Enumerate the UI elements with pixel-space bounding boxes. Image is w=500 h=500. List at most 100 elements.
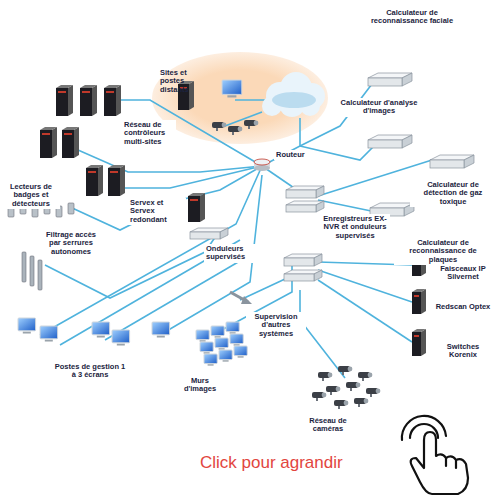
cloud-shade: [272, 92, 316, 108]
wires: [40, 80, 432, 378]
monitor-base: [234, 344, 240, 345]
camera-lens: [368, 373, 373, 378]
hand-knuckle: [446, 458, 456, 468]
tower-top: [62, 127, 79, 130]
tower-led: [414, 295, 419, 297]
tower-side: [74, 127, 79, 158]
icons: [8, 72, 474, 494]
camera-mount: [216, 128, 218, 131]
device-label: Postes de gestion 1 à 3 écrans: [50, 362, 130, 381]
network-wire: [318, 270, 412, 302]
camera-mount: [342, 372, 344, 375]
tower-side: [52, 127, 57, 158]
network-wire: [318, 200, 376, 212]
enlarge-link: Click pour agrandir: [198, 452, 388, 473]
device-label: Sites et postes distants: [158, 68, 214, 95]
monitor: [204, 354, 217, 366]
box-side: [314, 254, 322, 266]
camera-mount: [248, 126, 250, 129]
tower-led: [110, 171, 118, 173]
camera-lens: [344, 401, 349, 406]
tower-side: [116, 85, 121, 116]
monitor: [230, 334, 243, 346]
server-tower: [412, 329, 426, 356]
plug-head: [241, 296, 252, 304]
device-box: [430, 155, 474, 168]
monitor-base: [227, 95, 236, 97]
box-side: [402, 135, 412, 148]
tower-top: [188, 193, 205, 196]
monitor-base: [230, 332, 236, 333]
camera-lens: [336, 387, 341, 392]
device-label: Routeur: [274, 150, 314, 160]
server-tower: [412, 289, 426, 314]
camera: [312, 392, 326, 401]
router: [254, 159, 270, 171]
network-wire: [78, 150, 262, 172]
tower-side: [200, 193, 205, 222]
camera-lens: [328, 373, 333, 378]
monitor: [92, 322, 110, 338]
tower-side: [98, 165, 103, 196]
server-tower: [86, 165, 103, 196]
monitor-base: [23, 332, 31, 334]
monitor-base: [238, 356, 244, 357]
network-wire: [118, 166, 262, 188]
network-wire: [70, 166, 262, 230]
monitor-screen: [112, 330, 130, 343]
monitor-base: [45, 340, 53, 342]
network-wire: [318, 280, 412, 342]
camera-mount: [330, 392, 332, 395]
box-side: [464, 155, 474, 168]
tower-led: [58, 91, 66, 93]
device-label: Supervision d'autres systèmes: [246, 312, 306, 339]
device-label: Calculateur de détection de gaz toxique: [410, 180, 496, 207]
server-tower: [188, 193, 205, 222]
device-label: Réseau de contrôleurs multi-sites: [122, 120, 176, 147]
monitor: [196, 330, 209, 342]
camera-mount: [316, 398, 318, 401]
monitor-base: [215, 336, 221, 337]
monitor: [226, 322, 239, 334]
tower-side: [189, 81, 194, 110]
camera-mount: [362, 378, 364, 381]
tower-top: [80, 85, 97, 88]
camera-lens: [376, 389, 381, 394]
tower-top: [40, 127, 57, 130]
camera-mount: [350, 388, 352, 391]
camera-mount: [370, 394, 372, 397]
small-device: [68, 203, 74, 214]
monitor-screen: [18, 318, 36, 331]
cloud: [262, 72, 325, 117]
tower-front: [412, 292, 421, 314]
monitor-base: [204, 352, 210, 353]
monitor: [40, 326, 58, 342]
tower-front: [62, 130, 74, 158]
camera: [228, 126, 242, 135]
tower-led: [414, 335, 419, 337]
monitor: [112, 330, 130, 346]
monitor-screen: [204, 354, 217, 364]
small-device: [30, 256, 34, 286]
box-front: [368, 78, 402, 86]
box-front: [430, 160, 464, 168]
camera: [318, 372, 332, 381]
small-device: [22, 252, 26, 282]
box-front: [190, 232, 220, 239]
tower-front: [56, 88, 68, 116]
monitor-base: [208, 364, 214, 365]
tower-side: [421, 329, 426, 356]
monitor-screen: [215, 338, 228, 348]
tower-side: [120, 165, 125, 196]
hand-outline: [411, 432, 468, 494]
monitor-screen: [200, 342, 213, 352]
tower-top: [412, 329, 426, 332]
router-top: [254, 159, 270, 165]
monitor: [219, 350, 232, 362]
tower-top: [108, 165, 125, 168]
monitor-base: [117, 344, 125, 346]
device-label: Murs d'images: [172, 376, 228, 395]
network-wire: [40, 166, 262, 335]
server-tower: [62, 127, 79, 158]
